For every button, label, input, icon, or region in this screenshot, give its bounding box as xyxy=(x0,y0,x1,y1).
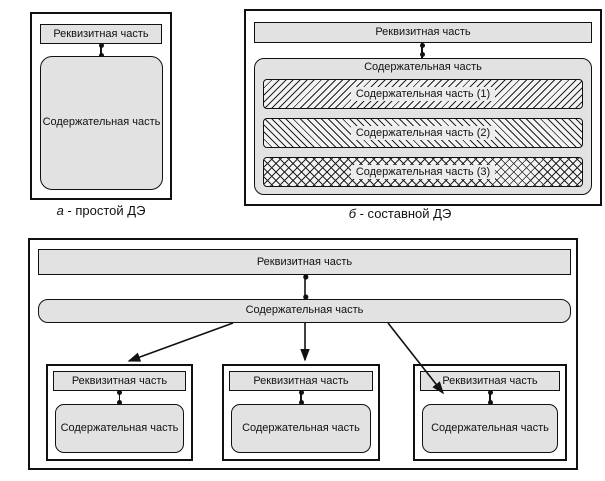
content-part-bar-1: Содержательная часть (1) xyxy=(263,79,583,109)
connector-dot xyxy=(98,52,104,58)
caption-simple-de: а - простой ДЭ xyxy=(30,203,172,218)
connector-dot xyxy=(298,400,304,405)
composite-de-requisite-bar: Реквизитная часть xyxy=(254,22,592,43)
caption-composite-de: б - составной ДЭ xyxy=(250,206,550,221)
connector-dot xyxy=(419,52,425,57)
content-part-bar-3: Содержательная часть (3) xyxy=(263,157,583,187)
caption-b-text: - составной ДЭ xyxy=(356,206,452,221)
content-part-3-label: Содержательная часть (3) xyxy=(350,164,496,180)
child-3-connector-line xyxy=(489,390,491,405)
child-1-requisite-bar: Реквизитная часть xyxy=(53,371,186,391)
child-3-requisite-bar: Реквизитная часть xyxy=(420,371,560,391)
child-1-content-label: Содержательная часть xyxy=(60,421,179,434)
hierarchy-requisite-bar: Реквизитная часть xyxy=(38,249,571,275)
child-3-content-box: Содержательная часть xyxy=(422,404,558,453)
child-2-content-box: Содержательная часть xyxy=(231,404,371,453)
connector-dot xyxy=(487,389,493,395)
child-3-requisite-label: Реквизитная часть xyxy=(442,374,538,387)
hierarchy-content-label: Содержательная часть xyxy=(245,304,364,317)
composite-de-connector-line xyxy=(421,42,423,58)
child-de-box-1: Реквизитная часть Содержательная часть xyxy=(46,364,193,461)
child-3-content-label: Содержательная часть xyxy=(431,421,549,434)
child-1-connector-line xyxy=(118,390,120,405)
caption-a-letter: а xyxy=(56,203,64,218)
child-1-content-box: Содержательная часть xyxy=(55,404,184,453)
child-2-requisite-bar: Реквизитная часть xyxy=(229,371,373,391)
simple-de-requisite-bar: Реквизитная часть xyxy=(40,24,162,44)
content-part-1-label: Содержательная часть (1) xyxy=(350,86,496,102)
child-de-box-3: Реквизитная часть Содержательная часть xyxy=(413,364,567,461)
content-part-bar-2: Содержательная часть (2) xyxy=(263,118,583,148)
child-2-requisite-label: Реквизитная часть xyxy=(253,374,349,387)
child-2-connector-line xyxy=(300,390,302,405)
connector-dot xyxy=(117,400,122,405)
connector-dot xyxy=(98,42,104,48)
connector-dot xyxy=(487,400,493,405)
child-1-requisite-label: Реквизитная часть xyxy=(71,374,168,387)
composite-de-content-title: Содержательная часть xyxy=(364,61,482,73)
connector-dot xyxy=(117,389,122,395)
hierarchy-content-bar: Содержательная часть xyxy=(38,299,571,323)
content-part-2-label: Содержательная часть (2) xyxy=(350,125,496,141)
connector-dot xyxy=(419,42,425,48)
composite-de-requisite-label: Реквизитная часть xyxy=(375,26,471,38)
simple-de-requisite-label: Реквизитная часть xyxy=(53,27,149,40)
connector-dot xyxy=(298,389,304,395)
child-de-box-2: Реквизитная часть Содержательная часть xyxy=(222,364,380,461)
simple-de-content-box: Содержательная часть xyxy=(40,56,163,190)
simple-de-content-label: Содержательная часть xyxy=(42,116,161,129)
caption-b-letter: б xyxy=(348,206,356,221)
hierarchy-requisite-label: Реквизитная часть xyxy=(256,255,353,268)
child-2-content-label: Содержательная часть xyxy=(242,421,360,434)
simple-de-connector-line xyxy=(100,43,102,57)
caption-a-text: - простой ДЭ xyxy=(63,203,146,218)
